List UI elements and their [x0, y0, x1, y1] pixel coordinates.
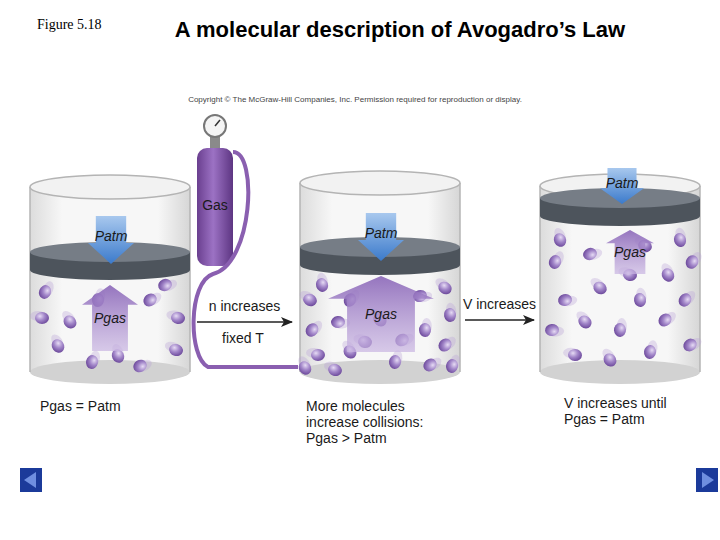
container-a: Pgas = Patm PatmPgas [28, 178, 195, 450]
molecule [330, 315, 345, 329]
molecule [303, 321, 321, 339]
molecule [643, 344, 656, 359]
nav-back-button [20, 468, 42, 492]
molecule [311, 349, 325, 361]
cylinder-c [540, 174, 700, 384]
molecule [296, 359, 314, 377]
molecule [601, 351, 619, 369]
molecule [659, 266, 677, 284]
molecule [314, 276, 330, 293]
molecule [436, 336, 454, 354]
molecule [49, 337, 67, 355]
gas-pressure-arrow: Pgas [82, 285, 138, 351]
molecule [557, 292, 573, 307]
atm-pressure-arrow: Patm [88, 216, 134, 264]
cylinder-a [30, 175, 190, 384]
molecule [544, 323, 559, 336]
slide-title: A molecular description of Avogadro’s La… [140, 17, 660, 43]
container-c: V increases until Pgas = Patm PatmPgas [540, 178, 705, 450]
copyright-note: Copyright © The McGraw-Hill Companies, I… [140, 95, 570, 104]
container-caption: Pgas = Patm [40, 398, 195, 414]
molecule [436, 279, 454, 297]
nav-forward-button [696, 468, 718, 492]
molecule [85, 354, 100, 370]
molecule [581, 246, 598, 262]
molecule [568, 349, 582, 361]
figure-number: Figure 5.18 [37, 17, 137, 33]
molecule [633, 292, 647, 308]
pressure-gauge [204, 115, 226, 150]
molecule [421, 356, 439, 374]
molecule [419, 323, 432, 338]
molecule [35, 312, 49, 324]
molecule [683, 253, 700, 271]
arrow-label: V increases [440, 296, 560, 312]
gas-pressure-arrow: Pgas [606, 230, 654, 274]
atm-pressure-arrow: Patm [600, 168, 644, 204]
molecule [61, 313, 79, 331]
pressure-label: Pgas [596, 244, 664, 260]
pressure-label: Pgas [72, 310, 148, 326]
molecule [156, 277, 174, 294]
container-caption: More molecules increase collisions: Pgas… [306, 398, 446, 446]
pressure-label: Patm [348, 225, 414, 241]
molecule [614, 323, 626, 337]
pressure-label: Patm [590, 175, 654, 191]
molecule [552, 231, 569, 249]
gas-pressure-arrow: Pgas [328, 276, 434, 352]
atm-pressure-arrow: Patm [358, 213, 404, 261]
molecule [672, 231, 688, 248]
container-b: More molecules increase collisions: Pgas… [298, 176, 463, 456]
arrow-label: n increases [185, 298, 305, 314]
molecule [168, 342, 185, 357]
molecule [591, 279, 609, 297]
molecule [301, 292, 319, 309]
molecule [131, 357, 149, 374]
molecule [681, 336, 699, 354]
cylinder-b [300, 171, 460, 384]
molecule [170, 311, 186, 325]
pressure-label: Pgas [318, 306, 444, 322]
process-arrow [197, 321, 292, 322]
molecule [576, 313, 594, 331]
tank-label: Gas [187, 197, 243, 213]
molecules [30, 226, 704, 378]
gas-tank: Gas [197, 148, 233, 266]
condition-label: fixed T [222, 330, 302, 346]
molecule [656, 311, 674, 329]
molecule [445, 358, 460, 374]
molecule [327, 362, 344, 378]
molecule [547, 253, 563, 270]
molecule [388, 355, 401, 370]
container-caption: V increases until Pgas = Patm [564, 395, 692, 427]
molecule [141, 291, 159, 309]
process-arrow [465, 319, 534, 320]
molecule [443, 307, 457, 323]
molecule [676, 291, 694, 309]
molecule [37, 283, 53, 300]
pressure-label: Patm [78, 228, 144, 244]
gas-hose [194, 152, 298, 367]
